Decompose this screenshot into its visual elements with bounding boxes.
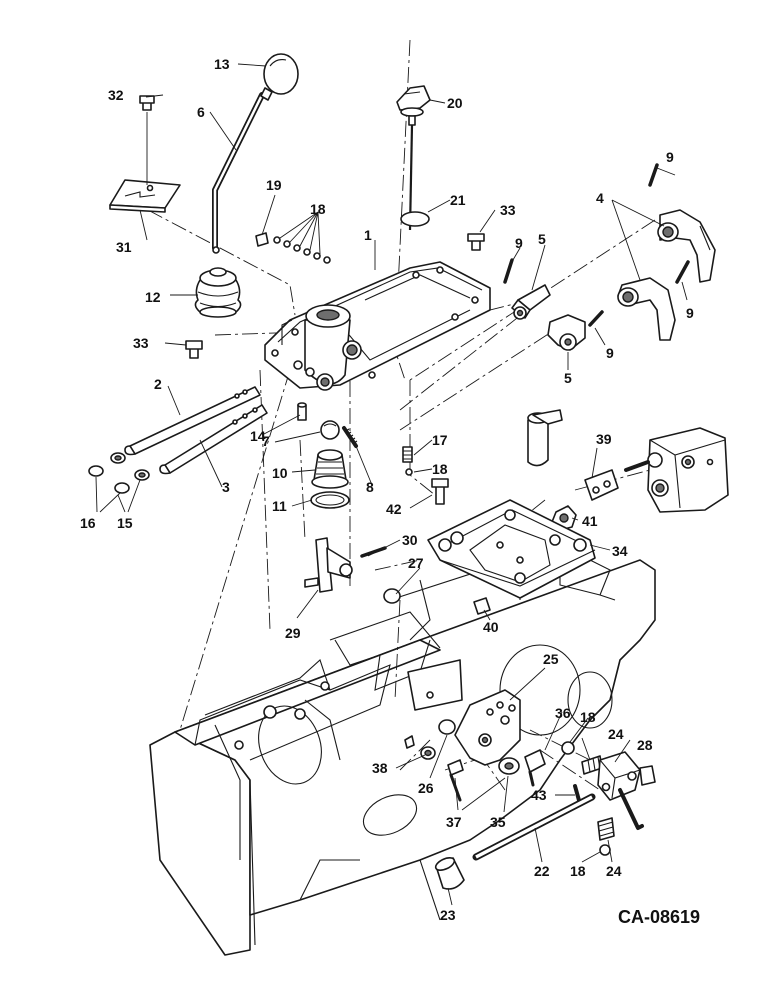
callout-26: 26 (418, 780, 434, 796)
lever-boot (194, 267, 242, 318)
callout-9b: 9 (515, 235, 523, 251)
callout-36: 36 (555, 705, 571, 721)
control-rod-knob (434, 793, 596, 890)
transmission-housing (149, 544, 656, 956)
callout-4: 4 (596, 190, 604, 206)
callout-11: 11 (272, 498, 287, 514)
control-valve (551, 427, 729, 531)
callout-13: 13 (214, 56, 230, 72)
callout-41: 41 (582, 513, 598, 529)
callout-5b: 5 (564, 370, 572, 386)
shift-forks (503, 163, 716, 351)
callout-18a: 18 (310, 201, 326, 217)
callout-37: 37 (446, 814, 462, 830)
callout-9d: 9 (606, 345, 614, 361)
callout-33a: 33 (500, 202, 516, 218)
callout-17: 17 (432, 432, 448, 448)
callout-35: 35 (490, 814, 506, 830)
callout-21: 21 (450, 192, 466, 208)
detent-spring-ball (402, 446, 413, 476)
lever-bracket (304, 537, 401, 604)
callout-42: 42 (386, 501, 402, 517)
guide-plate-assembly (404, 659, 546, 802)
callout-23: 23 (440, 907, 456, 923)
pin (297, 402, 307, 421)
callout-15: 15 (117, 515, 133, 531)
callout-9a: 9 (666, 149, 674, 165)
callout-33b: 33 (133, 335, 149, 351)
callout-20: 20 (447, 95, 463, 111)
callout-labels: 13 32 6 20 9 19 4 21 18 33 1 5 9 31 12 9… (80, 56, 694, 923)
leader-lines (95, 63, 688, 906)
callout-18c: 18 (580, 709, 596, 725)
callout-10: 10 (272, 465, 288, 481)
callout-24a: 24 (608, 726, 624, 742)
callout-24b: 24 (606, 863, 622, 879)
shift-cover (264, 261, 491, 391)
shifter-rails (88, 386, 268, 494)
callout-2: 2 (154, 376, 162, 392)
callout-12: 12 (145, 289, 161, 305)
callout-39: 39 (596, 431, 612, 447)
callout-28: 28 (637, 737, 653, 753)
callout-6: 6 (197, 104, 205, 120)
detent-balls-upper (255, 232, 331, 264)
callout-1: 1 (364, 227, 372, 243)
callout-43: 43 (531, 787, 547, 803)
callout-18b: 18 (432, 461, 448, 477)
callout-25: 25 (543, 651, 559, 667)
control-sleeve (527, 409, 563, 467)
callout-16: 16 (80, 515, 96, 531)
gear-shift-lever (212, 53, 299, 254)
callout-31: 31 (116, 239, 132, 255)
callout-30: 30 (402, 532, 418, 548)
callout-29: 29 (285, 625, 301, 641)
callout-22: 22 (534, 863, 550, 879)
callout-34: 34 (612, 543, 628, 559)
cover-bolts (185, 233, 485, 359)
callout-40: 40 (483, 619, 499, 635)
callout-27: 27 (408, 555, 424, 571)
callout-7: 7 (262, 433, 270, 449)
callout-18d: 18 (570, 863, 586, 879)
drawing-code: CA-08619 (618, 907, 700, 927)
callout-38: 38 (372, 760, 388, 776)
callout-9c: 9 (686, 305, 694, 321)
callout-14: 14 (250, 428, 266, 444)
lock-plate (109, 95, 181, 213)
callout-5a: 5 (538, 231, 546, 247)
ball-boot-assembly (310, 420, 358, 509)
dipstick (396, 85, 431, 231)
callout-19: 19 (266, 177, 282, 193)
callout-32: 32 (108, 87, 124, 103)
callout-8: 8 (366, 479, 374, 495)
control-valve-lower (561, 741, 656, 856)
valve-cover-plate (427, 478, 596, 615)
callout-3: 3 (222, 479, 230, 495)
